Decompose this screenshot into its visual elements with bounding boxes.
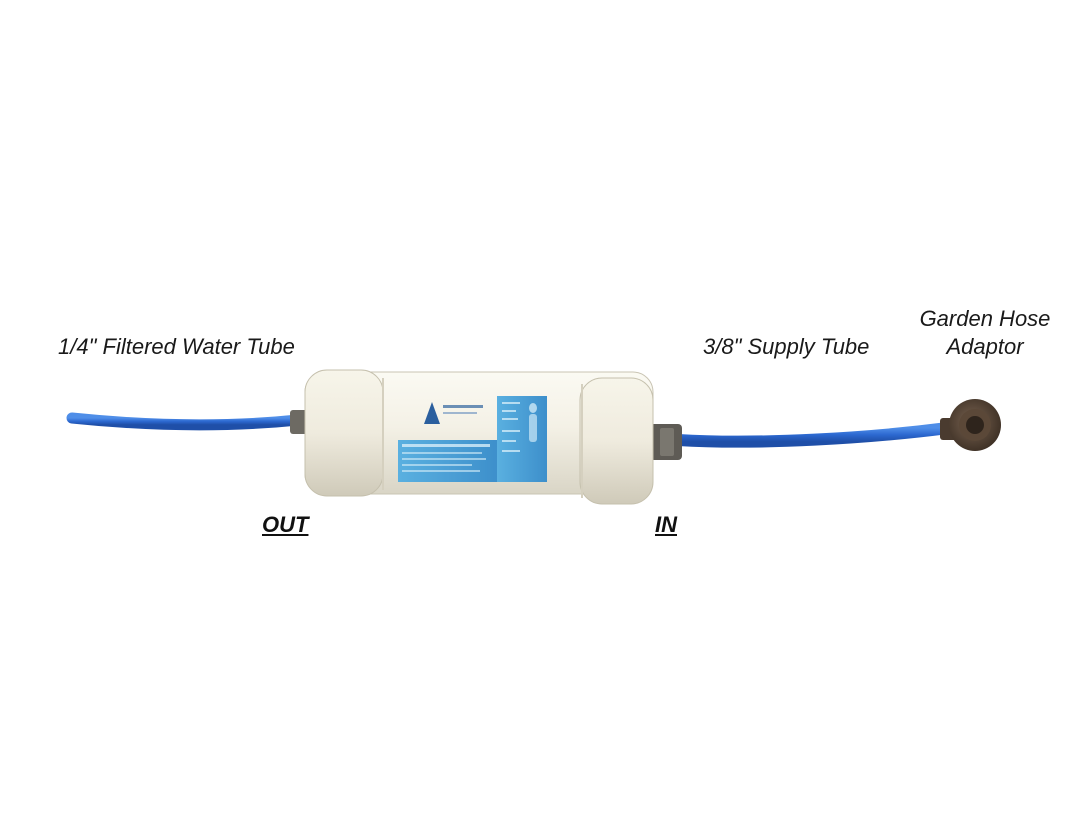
filter-sticker — [398, 396, 547, 482]
filtered-water-tube-label: 1/4" Filtered Water Tube — [58, 334, 295, 359]
garden-hose-adaptor-label: Garden Hose Adaptor — [905, 305, 1065, 361]
in-port-label: IN — [655, 512, 677, 537]
filtered-water-tube — [66, 412, 304, 431]
out-port-label: OUT — [262, 512, 309, 537]
out-fitting — [290, 410, 308, 434]
filter-housing — [304, 369, 654, 505]
garden-hose-label-line1: Garden Hose — [919, 306, 1051, 331]
supply-tube-label: 3/8" Supply Tube — [703, 334, 870, 359]
garden-hose-adaptor — [940, 399, 1001, 451]
brand-logo-icon — [424, 402, 483, 424]
supply-tube — [672, 422, 954, 448]
garden-hose-label-line2: Adaptor — [946, 334, 1024, 359]
